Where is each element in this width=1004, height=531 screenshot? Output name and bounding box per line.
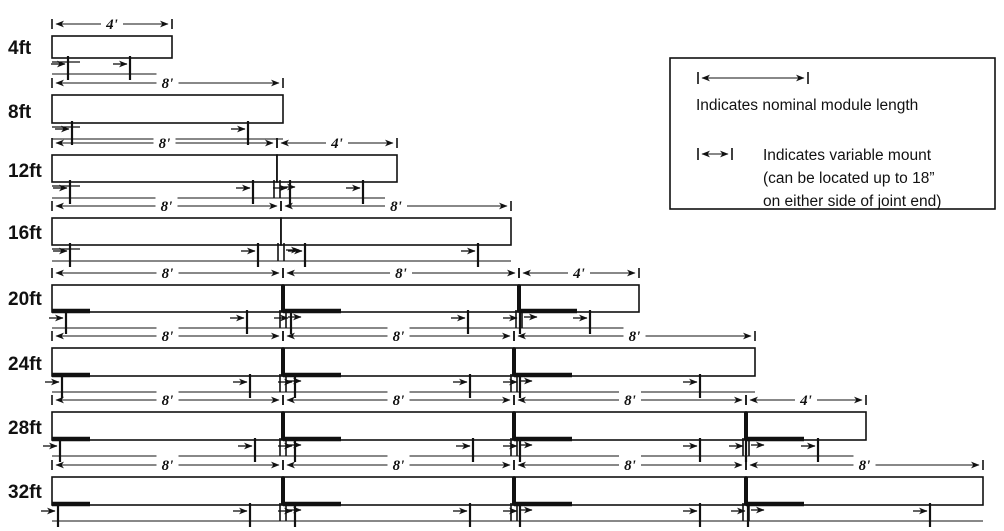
module-rect-12ft-1 [51,154,278,183]
dimension-label-bg-32ft-2 [387,455,410,470]
dimension-label-28ft-3: 8' [624,393,636,409]
row-label-8ft: 8ft [8,102,32,123]
row-label-24ft: 24ft [8,354,42,375]
dimension-label-bg-32ft-4 [853,455,876,470]
dimension-label-4ft-1: 4' [105,17,118,33]
legend-variable-mount-text-line-3: on either side of joint end) [763,193,941,210]
row-label-20ft: 20ft [8,289,42,310]
module-rect-24ft-3 [513,347,756,377]
module-rect-12ft-2 [276,154,398,183]
dimension-label-16ft-2: 8' [390,199,402,215]
module-rect-32ft-2 [282,476,515,506]
legend-variable-mount-text-line-2: (can be located up to 18” [763,170,934,187]
dimension-label-bg-4ft-1 [101,14,123,29]
module-row-4ft: 4ft 4' [8,14,173,80]
dimension-label-28ft-4: 4' [799,393,812,409]
module-rect-24ft-2 [282,347,515,377]
module-rect-28ft-2 [282,411,515,441]
module-rect-28ft-1 [51,411,284,441]
dimension-label-16ft-1: 8' [161,199,173,215]
module-rect-28ft-4 [745,411,867,441]
module-row-32ft: 32ft 8' 8' 8' 8' [8,455,984,527]
dimension-label-bg-12ft-2 [326,133,348,148]
dimension-label-28ft-2: 8' [393,393,405,409]
row-label-28ft: 28ft [8,418,42,439]
module-rect-20ft-2 [282,284,520,313]
dimension-label-32ft-1: 8' [162,458,174,474]
dimension-label-12ft-2: 4' [330,136,343,152]
dimension-label-32ft-3: 8' [624,458,636,474]
legend-variable-mount-text-line-1: Indicates variable mount [763,147,932,164]
dimension-label-bg-32ft-3 [619,455,641,470]
module-rect-24ft-1 [51,347,284,377]
dimension-label-24ft-2: 8' [393,329,405,345]
dimension-label-bg-28ft-3 [619,390,641,405]
dimension-label-bg-12ft-1 [153,133,176,148]
module-rect-16ft-1 [51,217,282,246]
module-row-20ft: 20ft 8' 8' 4' [8,263,640,334]
dimension-label-bg-24ft-2 [387,326,410,341]
module-row-12ft: 12ft 8' 4' [8,133,398,204]
module-rect-8ft-1 [51,94,284,124]
legend-box [669,57,996,210]
dimension-label-20ft-3: 4' [572,266,585,282]
dimension-label-bg-28ft-1 [156,390,179,405]
dimension-label-bg-28ft-2 [387,390,410,405]
dimension-label-bg-20ft-3 [568,263,590,278]
row-label-32ft: 32ft [8,482,42,503]
module-rect-20ft-1 [51,284,284,313]
row-label-12ft: 12ft [8,161,42,182]
module-rect-28ft-3 [513,411,747,441]
dimension-label-bg-16ft-2 [385,196,407,211]
dimension-label-bg-8ft-1 [156,73,179,88]
module-rect-32ft-4 [745,476,984,506]
module-row-24ft: 24ft 8' 8' 8' [8,326,756,398]
dimension-label-8ft-1: 8' [162,76,174,92]
dimension-label-bg-20ft-2 [390,263,412,278]
dimension-label-bg-16ft-1 [155,196,178,211]
dimension-label-24ft-3: 8' [629,329,641,345]
dimension-label-12ft-1: 8' [159,136,171,152]
dimension-label-bg-32ft-1 [156,455,179,470]
dimension-label-28ft-1: 8' [162,393,174,409]
dimension-label-20ft-2: 8' [395,266,407,282]
module-row-8ft: 8ft 8' [8,73,284,145]
dimension-label-32ft-4: 8' [859,458,871,474]
row-label-16ft: 16ft [8,223,42,244]
dimension-label-bg-24ft-1 [156,326,179,341]
dimension-label-24ft-1: 8' [162,329,174,345]
dimension-label-bg-24ft-3 [623,326,646,341]
dimension-label-bg-20ft-1 [156,263,179,278]
module-rect-16ft-2 [280,217,512,246]
dimension-label-32ft-2: 8' [393,458,405,474]
module-row-28ft: 28ft 8' 8' 8' 4' [8,390,867,462]
row-label-4ft: 4ft [8,38,32,59]
legend-nominal-length-text: Indicates nominal module length [696,97,918,114]
dimension-label-bg-28ft-4 [795,390,817,405]
module-rect-4ft-1 [51,35,173,59]
dimension-label-20ft-1: 8' [162,266,174,282]
module-rect-32ft-1 [51,476,284,506]
module-rect-32ft-3 [513,476,747,506]
module-rect-20ft-3 [518,284,640,313]
module-row-16ft: 16ft 8' 8' [8,196,512,267]
